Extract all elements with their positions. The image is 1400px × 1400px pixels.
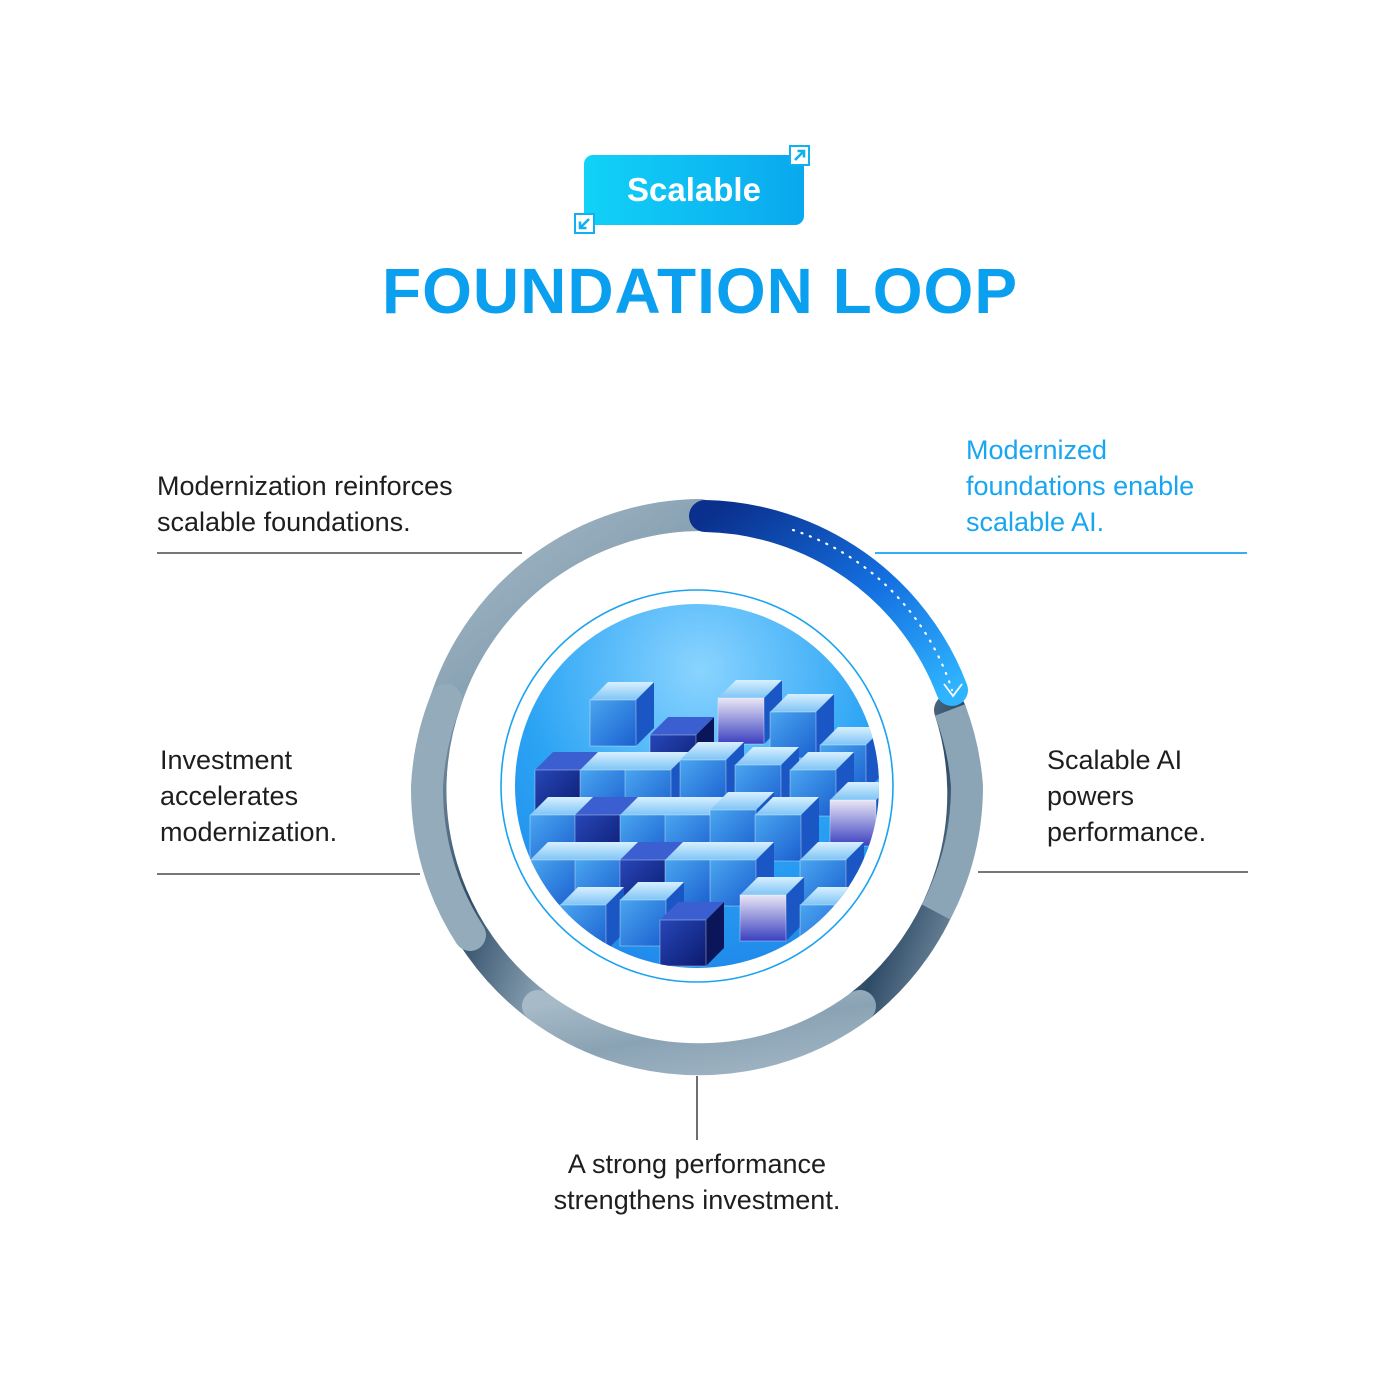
cube-top: [575, 842, 639, 860]
cube-side: [786, 877, 804, 941]
cube-top: [680, 742, 744, 760]
cube-side: [636, 682, 654, 746]
cube-top: [535, 752, 599, 770]
caption-mid-right: Scalable AI powers performance.: [1047, 742, 1206, 850]
caption-line: strengthens investment.: [553, 1185, 841, 1215]
caption-mid-left: Investment accelerates modernization.: [160, 742, 337, 850]
cube-top: [830, 782, 879, 800]
loop-ring: [410, 499, 984, 1076]
caption-line: Modernization reinforces: [157, 471, 453, 501]
caption-line: accelerates: [160, 781, 299, 811]
ring-segment-highlight: [689, 500, 968, 706]
cube-front: [799, 904, 847, 952]
caption-top-right: Modernized foundations enable scalable A…: [966, 432, 1194, 540]
cube-top: [580, 752, 644, 770]
cube-top: [620, 797, 684, 815]
caption-line: Investment: [160, 745, 293, 775]
caption-line: scalable AI.: [966, 507, 1105, 537]
cube-front: [717, 697, 765, 745]
caption-line: modernization.: [160, 817, 338, 847]
cube-top: [620, 842, 684, 860]
cube-top: [590, 682, 654, 700]
cube-top: [790, 752, 854, 770]
cube-top: [770, 694, 834, 712]
cube-top: [650, 717, 714, 735]
cube-top: [575, 797, 639, 815]
cube-top: [530, 797, 594, 815]
cube-top: [560, 887, 624, 905]
cube-side: [801, 797, 819, 861]
cube-top: [755, 797, 819, 815]
caption-line: scalable foundations.: [157, 507, 411, 537]
cube-front: [659, 919, 707, 967]
scalable-badge: Scalable: [570, 145, 815, 240]
cube-side: [866, 727, 879, 791]
cube-top: [710, 842, 774, 860]
cube-front: [739, 894, 787, 942]
cube-side: [706, 902, 724, 966]
cube-side: [846, 887, 864, 951]
page-title: FOUNDATION LOOP: [382, 255, 1018, 327]
ring-segment-left: [410, 684, 486, 951]
caption-line: A strong performance: [567, 1149, 827, 1179]
arrow-down-left-icon: [574, 213, 595, 234]
caption-bottom: A strong performance strengthens investm…: [0, 1146, 1394, 1218]
cube-top: [718, 680, 782, 698]
ring-segment-right: [921, 704, 984, 920]
flow-dotted-line: [791, 528, 954, 692]
arrow-up-right-icon: [789, 145, 810, 166]
cube-front: [559, 904, 607, 952]
caption-line: performance.: [1047, 817, 1207, 847]
cube-top: [710, 792, 774, 810]
cube-top: [740, 877, 804, 895]
cube-top: [660, 902, 724, 920]
cube-top: [530, 842, 594, 860]
cube-side: [606, 887, 624, 951]
cube-top: [735, 747, 799, 765]
chevron-down-icon: [943, 683, 963, 698]
cube-top: [625, 752, 689, 770]
cubes-image: [515, 604, 879, 968]
cube-front: [619, 899, 667, 947]
cube-top: [620, 882, 684, 900]
cube-top: [820, 727, 879, 745]
cube-front: [829, 799, 877, 847]
inner-ring: [500, 589, 894, 983]
caption-top-left: Modernization reinforces scalable founda…: [157, 468, 453, 540]
caption-line: foundations enable: [966, 471, 1195, 501]
cube-front: [589, 699, 637, 747]
badge-label: Scalable: [584, 155, 804, 225]
caption-line: powers: [1047, 781, 1135, 811]
ring-segment-top-left: [430, 499, 716, 716]
cube-top: [800, 842, 864, 860]
cube-top: [665, 842, 729, 860]
caption-line: Modernized: [966, 435, 1108, 465]
ring-segment-bottom: [522, 990, 876, 1076]
caption-line: Scalable AI: [1047, 745, 1183, 775]
